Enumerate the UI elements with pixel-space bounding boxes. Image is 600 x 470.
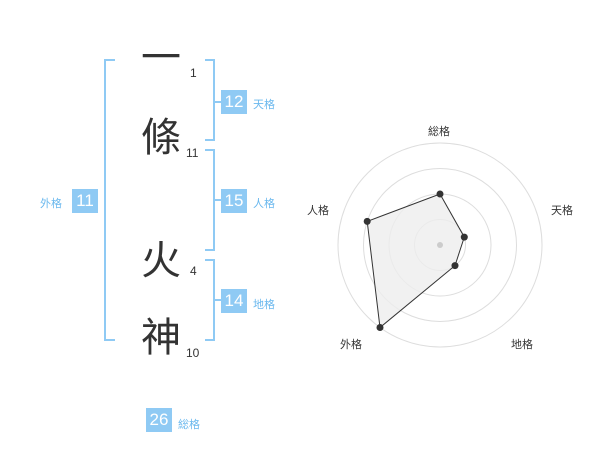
radar-axis-label-tenkaku: 天格: [551, 204, 573, 217]
tenkaku-bracket: [205, 59, 215, 141]
stroke-count-4: 10: [186, 346, 200, 360]
soukaku-label: 総格: [178, 418, 200, 431]
radar-axis-label-chikaku: 地格: [511, 338, 533, 351]
chikaku-value: 14: [221, 289, 247, 313]
jinkaku-label: 人格: [253, 197, 275, 210]
radar-point-3: [376, 324, 384, 331]
radar-polygon: [366, 193, 465, 329]
stroke-count-2: 11: [186, 146, 199, 160]
chikaku-label: 地格: [253, 298, 275, 311]
gaikaku-value: 11: [72, 189, 98, 213]
jinkaku-value: 15: [221, 189, 247, 213]
name-char-2: 條: [141, 115, 181, 161]
tenkaku-value: 12: [221, 90, 247, 114]
name-char-4: 神: [141, 315, 181, 361]
stroke-count-3: 4: [190, 264, 197, 278]
radar-point-1: [460, 233, 468, 241]
gaikaku-label: 外格: [40, 197, 62, 210]
radar-points: [363, 190, 468, 331]
radar-point-2: [451, 262, 459, 270]
stroke-count-1: 1: [190, 66, 197, 80]
radar-axis-label-jinkaku: 人格: [307, 204, 329, 217]
radar-axis-label-gaikaku: 外格: [340, 338, 362, 351]
name-char-1: 一: [141, 35, 181, 81]
radar-point-4: [363, 217, 371, 225]
name-char-3: 火: [141, 238, 181, 284]
radar-axis-label-soukaku: 総格: [428, 125, 450, 138]
radar-point-0: [436, 190, 444, 198]
radar-center-dot: [437, 242, 443, 248]
soukaku-value: 26: [146, 408, 172, 432]
gaikaku-bracket: [104, 59, 115, 341]
radar-ring-3: [363, 168, 517, 322]
tenkaku-label: 天格: [253, 98, 275, 111]
radar-ring-4: [337, 142, 543, 348]
